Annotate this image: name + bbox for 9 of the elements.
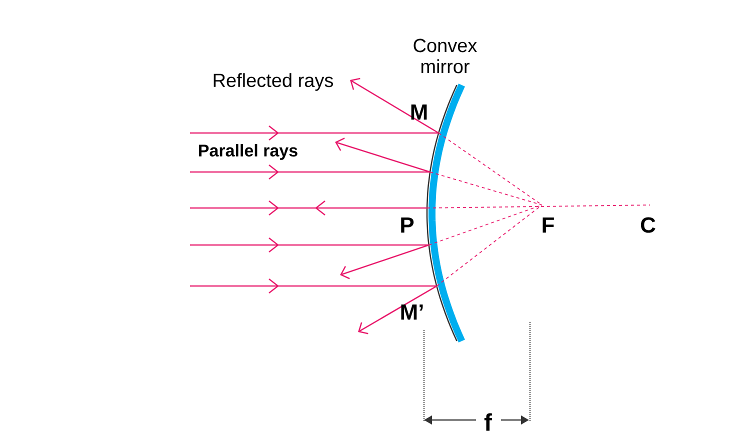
point-label: M’ xyxy=(401,304,423,320)
focal-length-label: f xyxy=(483,412,493,432)
point-label: F xyxy=(542,217,554,233)
point-label: C xyxy=(640,217,656,233)
ray-label: Parallel rays xyxy=(199,144,298,160)
point-label: P xyxy=(401,217,414,233)
point-label: M xyxy=(411,104,427,120)
mirror-label: Convex mirror xyxy=(414,38,477,74)
ray-label: Reflected rays xyxy=(214,73,333,91)
